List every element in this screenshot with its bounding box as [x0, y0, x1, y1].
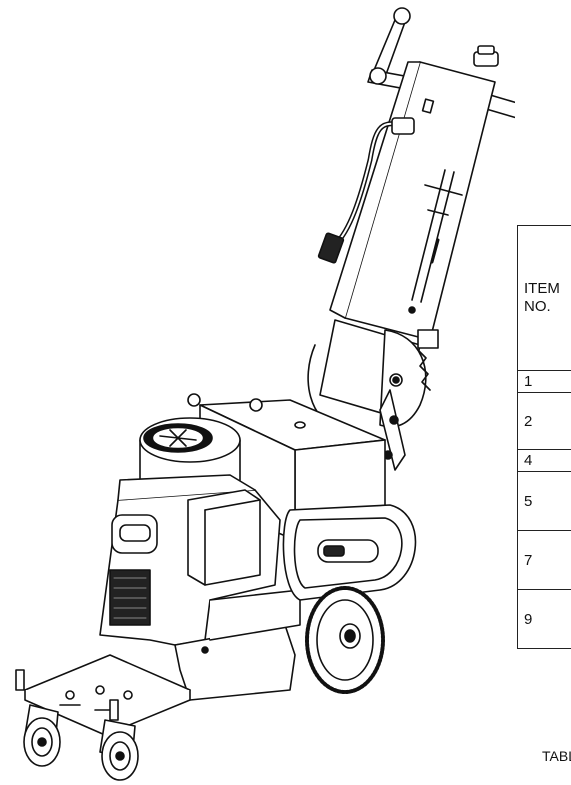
handle-tube [329, 61, 496, 341]
table-cell: 1 [517, 370, 571, 393]
adjustment-knob [473, 45, 499, 67]
table-row: 4 [517, 449, 571, 472]
table-cell: 9 [517, 589, 571, 649]
table-cell: 7 [517, 530, 571, 590]
table-cell: 2 [517, 392, 571, 450]
header-no-label: NO. [524, 298, 551, 315]
table-caption: TABLE [542, 748, 571, 764]
power-cable [317, 117, 415, 264]
motor-fan [139, 417, 241, 496]
table-row: 2 [517, 392, 571, 450]
table-row: 1 [517, 370, 571, 393]
header-item-label: ITEM [524, 280, 560, 297]
switch-box [187, 489, 261, 586]
table-row: 9 [517, 589, 571, 649]
table-row: 5 [517, 471, 571, 531]
front-caster-right [99, 719, 139, 781]
rear-wheel [305, 586, 385, 694]
side-guard [282, 504, 417, 601]
parts-table: ITEM NO. 1 2 4 5 7 9 [517, 225, 571, 649]
machine-illustration [15, 7, 515, 781]
table-cell: 4 [517, 449, 571, 472]
table-cell: 5 [517, 471, 571, 531]
front-caster-left [23, 704, 61, 767]
table-row: 7 [517, 530, 571, 590]
table-header-cell: ITEM NO. [517, 225, 571, 371]
base-frame [174, 589, 301, 701]
table-header-row: ITEM NO. [517, 225, 571, 371]
